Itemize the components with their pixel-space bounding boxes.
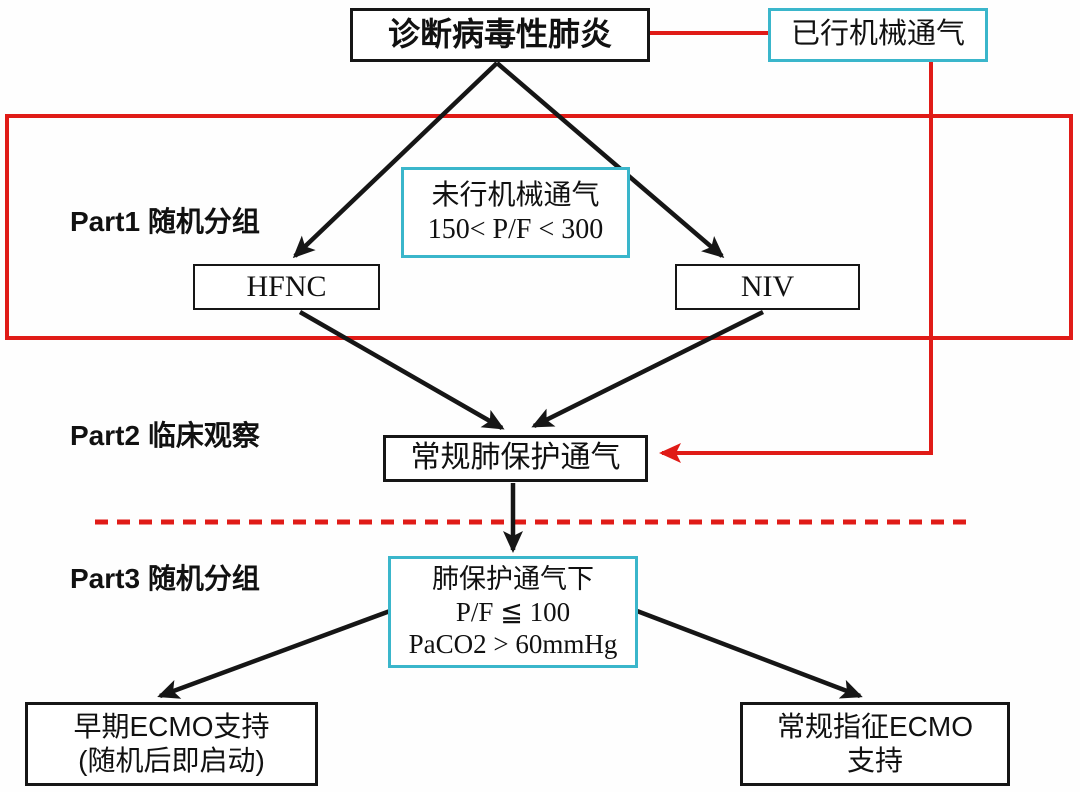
niv-label: NIV [740, 269, 795, 303]
arrow-criteria-to-conventional-ecmo [636, 608, 863, 699]
early-ecmo-line2: (随机后即启动) [78, 745, 265, 776]
no-mechanical-ventilation-label: 未行机械通气 [431, 179, 600, 211]
mv-to-lpv-red-arrow [659, 62, 933, 463]
standard-lung-protective-ventilation-box: 常规肺保护通气 [383, 435, 648, 482]
early-ecmo-box: 早期ECMO支持 (随机后即启动) [25, 702, 318, 786]
pf-range-label: 150< P/F < 300 [427, 213, 604, 245]
criteria-line1: 肺保护通气下 [432, 563, 594, 594]
part1-label: Part1 随机分组 [70, 206, 260, 237]
arrow-diagnosis-to-niv [495, 61, 725, 258]
part3-label: Part3 随机分组 [70, 563, 260, 594]
severe-criteria-box: 肺保护通气下 P/F ≦ 100 PaCO2 > 60mmHg [388, 556, 638, 668]
arrow-diagnosis-to-hfnc [292, 61, 499, 259]
hfnc-box: HFNC [193, 264, 380, 310]
already-mechanical-ventilation-box: 已行机械通气 [768, 8, 988, 62]
arrow-hfnc-to-lpv [298, 310, 505, 430]
diagnosis-box-label: 诊断病毒性肺炎 [387, 16, 612, 53]
conventional-ecmo-box: 常规指征ECMO 支持 [740, 702, 1010, 786]
no-mechanical-ventilation-box: 未行机械通气 150< P/F < 300 [401, 167, 630, 258]
niv-box: NIV [675, 264, 860, 310]
arrow-criteria-to-early-ecmo [157, 608, 391, 699]
already-mechanical-ventilation-label: 已行机械通气 [790, 18, 965, 51]
hfnc-label: HFNC [246, 269, 327, 303]
part2-label: Part2 临床观察 [70, 420, 260, 451]
standard-lung-protective-ventilation-label: 常规肺保护通气 [410, 441, 621, 475]
diagnosis-box: 诊断病毒性肺炎 [350, 8, 650, 62]
criteria-line2: P/F ≦ 100 [455, 596, 571, 627]
early-ecmo-line1: 早期ECMO支持 [73, 710, 270, 742]
conventional-ecmo-line2: 支持 [846, 745, 903, 776]
arrow-niv-to-lpv [531, 309, 765, 429]
conventional-ecmo-line1: 常规指征ECMO [776, 710, 973, 742]
criteria-line3: PaCO2 > 60mmHg [408, 629, 618, 660]
part1-region-outline [5, 114, 1073, 340]
